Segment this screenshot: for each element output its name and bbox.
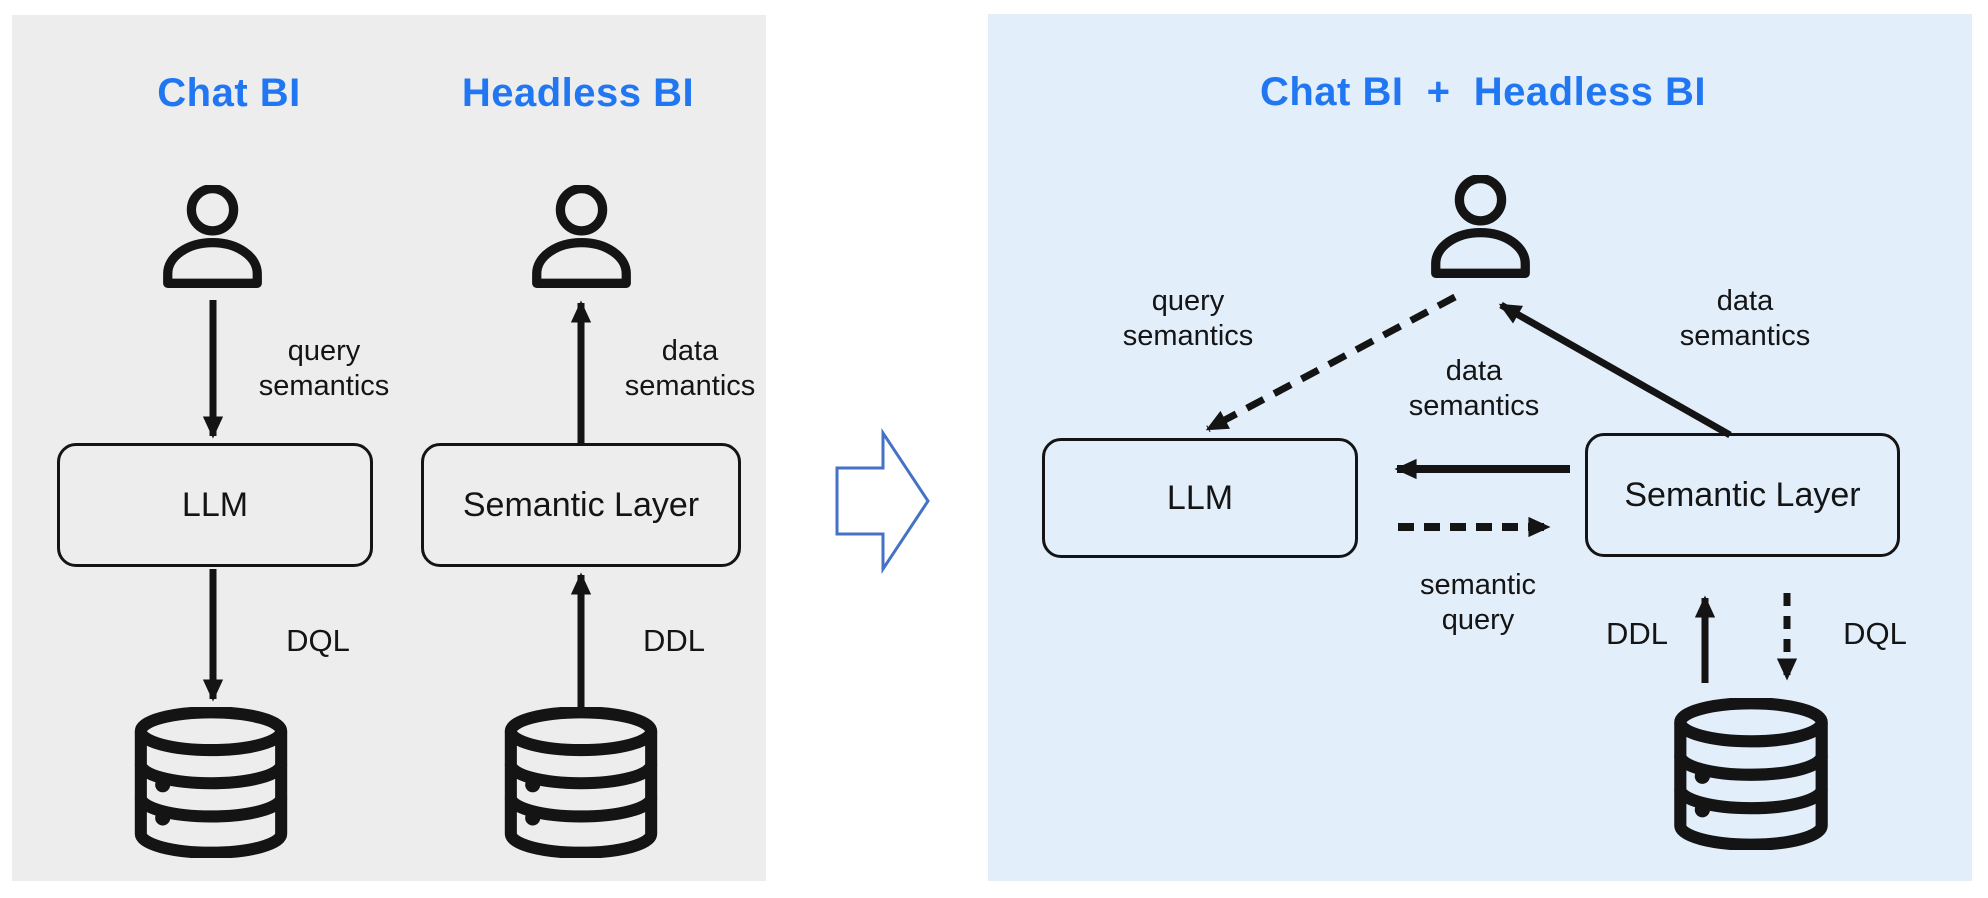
right-panel-combined-architecture: Chat BI + Headless BI query semantics da… [988,14,1972,881]
user-to-llm-dashed-arrow [1205,293,1457,433]
semantic-layer-to-user-arrow [1498,301,1732,439]
database-icon [504,707,658,858]
transition-right-arrow-icon [835,428,930,574]
llm-box: LLM [57,443,373,567]
combined-title: Chat BI + Headless BI [1259,70,1707,114]
query-semantics-label: query semantics [258,335,390,402]
left-panel-separate-architectures: Chat BI Headless BI query semantics [12,15,766,881]
left-panel-arrows [202,300,592,707]
semantic-layer-box-label: Semantic Layer [1624,475,1861,514]
data-semantics-label: data semantics [624,335,756,402]
ddl-label: DDL [1605,616,1669,651]
llm-box-label: LLM [181,485,249,524]
query-semantics-label: query semantics [1122,285,1254,352]
data-semantics-right-label: data semantics [1679,285,1811,352]
user-icon [163,185,262,288]
user-icon [1431,175,1530,278]
llm-box: LLM [1042,438,1358,558]
dql-label: DQL [1843,616,1907,651]
right-panel-arrows [1205,293,1798,683]
database-icon [134,707,288,858]
semantic-query-label: semantic query [1419,569,1537,636]
chat-bi-title: Chat BI [157,71,301,115]
ddl-label: DDL [642,623,706,658]
user-icon [532,185,631,288]
semantic-layer-box-label: Semantic Layer [462,485,700,524]
headless-bi-title: Headless BI [461,71,695,115]
llm-box-label: LLM [1166,478,1234,517]
database-icon [1674,698,1828,850]
dql-label: DQL [286,623,350,658]
data-semantics-mid-label: data semantics [1408,355,1540,422]
semantic-layer-box: Semantic Layer [1585,433,1900,557]
semantic-layer-box: Semantic Layer [421,443,741,567]
